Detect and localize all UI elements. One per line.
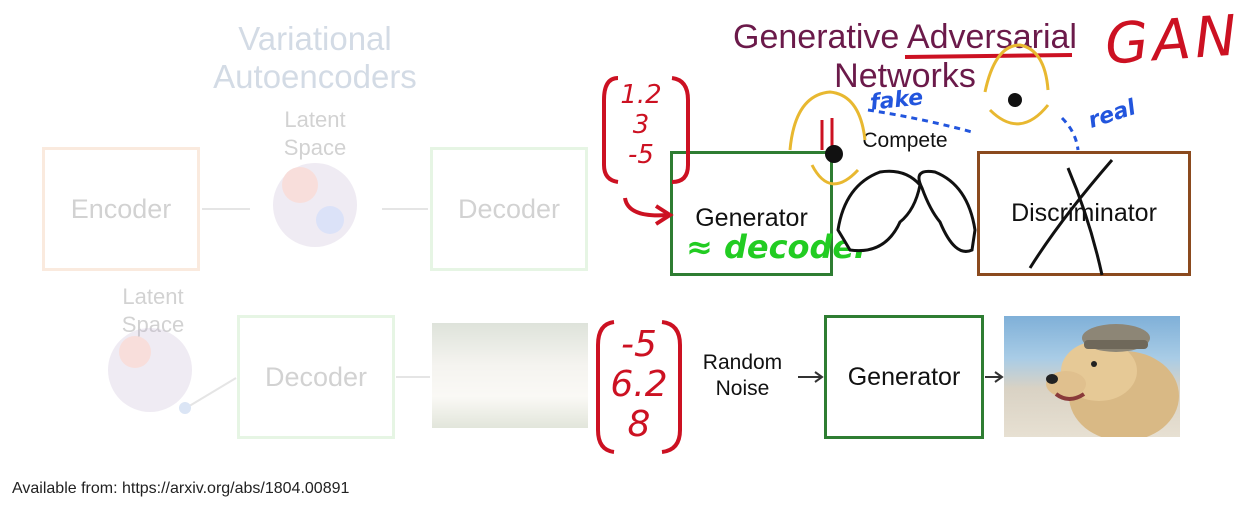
arm-wrestle-sketch bbox=[836, 169, 977, 253]
random-noise-label: Random Noise bbox=[690, 350, 795, 403]
gan-title: Generative Adversarial Networks bbox=[700, 18, 1110, 96]
generated-dog-image bbox=[1004, 316, 1180, 437]
latent-space-top-label: Latent Space bbox=[262, 106, 368, 161]
hat-figure-left-head bbox=[825, 145, 843, 163]
hat-figure-right-face bbox=[988, 104, 1050, 126]
encoder-label: Encoder bbox=[70, 193, 172, 224]
vector-bottom-bracket-right bbox=[661, 320, 682, 454]
decoder-top-label: Decoder bbox=[457, 193, 561, 224]
gan-title-line1: Generative Adversarial bbox=[733, 18, 1077, 56]
discriminator-cross-1 bbox=[1028, 159, 1114, 269]
compete-label: Compete bbox=[845, 128, 965, 154]
left-fist bbox=[836, 169, 922, 253]
vector-to-generator-arrowhead bbox=[654, 204, 674, 226]
adversarial-underline bbox=[904, 53, 1073, 59]
hat-figure-left-mark bbox=[820, 118, 834, 150]
latent-space-top-text: Latent Space bbox=[283, 107, 347, 160]
latent-space-bottom-text: Latent Space bbox=[121, 284, 185, 337]
encoder-box: Encoder bbox=[42, 147, 200, 271]
vector-top-1: 3 bbox=[632, 110, 650, 140]
hat-figure-right-hat bbox=[983, 43, 1050, 93]
dog-illustration bbox=[1046, 324, 1179, 437]
vector-top-2: -5 bbox=[628, 140, 654, 170]
arrow-generator-image-head bbox=[994, 371, 1004, 383]
vector-to-generator-arrow bbox=[623, 197, 669, 218]
decoder-bottom-box: Decoder bbox=[237, 315, 395, 439]
arrow-latent-decoder-bottom bbox=[185, 377, 237, 409]
hat-figure-left-face bbox=[810, 164, 860, 186]
hat-figure-left-hat bbox=[788, 90, 867, 151]
latent-cloud-top-red bbox=[282, 167, 318, 203]
vector-top-bracket-left bbox=[602, 76, 619, 184]
vae-title: Variational Autoencoders bbox=[195, 20, 435, 96]
compete-text: Compete bbox=[862, 129, 948, 152]
vae-title-text: Variational Autoencoders bbox=[213, 20, 417, 95]
dog-image-faded bbox=[432, 323, 588, 428]
discriminator-cross-2 bbox=[1066, 167, 1104, 276]
generator-bottom-label: Generator bbox=[847, 362, 961, 391]
random-noise-text: Random Noise bbox=[702, 351, 783, 401]
right-fist bbox=[917, 169, 977, 253]
vector-bottom-bracket-left bbox=[596, 320, 615, 454]
vector-bottom-1: 6.2 bbox=[610, 364, 668, 405]
generator-top-box: Generator bbox=[670, 151, 833, 276]
latent-cloud-bottom-red bbox=[119, 336, 151, 368]
fake-arrow bbox=[867, 108, 973, 134]
discriminator-box: Discriminator bbox=[977, 151, 1191, 276]
latent-cloud-top bbox=[273, 163, 357, 247]
hat-figures bbox=[788, 43, 1050, 186]
latent-cloud-top-blue bbox=[316, 206, 344, 234]
decoder-bottom-label: Decoder bbox=[264, 361, 368, 392]
generator-top-label: Generator bbox=[695, 204, 808, 232]
hat-figure-right-head bbox=[1008, 93, 1022, 107]
citation: Available from: https://arxiv.org/abs/18… bbox=[12, 480, 349, 498]
real-arrow bbox=[1060, 116, 1080, 151]
vector-top-0: 1.2 bbox=[620, 80, 662, 110]
gan-title-line2: Networks bbox=[834, 57, 976, 96]
latent-space-bottom-label: Latent Space bbox=[100, 283, 206, 338]
faded-arrows bbox=[108, 163, 430, 414]
vector-top: 1.2 3 -5 bbox=[612, 80, 670, 170]
generator-bottom-box: Generator bbox=[824, 315, 984, 439]
vector-top-bracket-right bbox=[671, 76, 690, 184]
vector-bottom-2: 8 bbox=[627, 404, 651, 445]
latent-dot bbox=[179, 402, 191, 414]
latent-cloud-bottom bbox=[108, 328, 192, 412]
decoder-top-box: Decoder bbox=[430, 147, 588, 271]
citation-text: Available from: https://arxiv.org/abs/18… bbox=[12, 480, 350, 497]
arrow-noise-generator-head bbox=[814, 371, 824, 383]
vector-bottom-0: -5 bbox=[621, 324, 657, 365]
vector-bottom: -5 6.2 8 bbox=[606, 325, 672, 445]
